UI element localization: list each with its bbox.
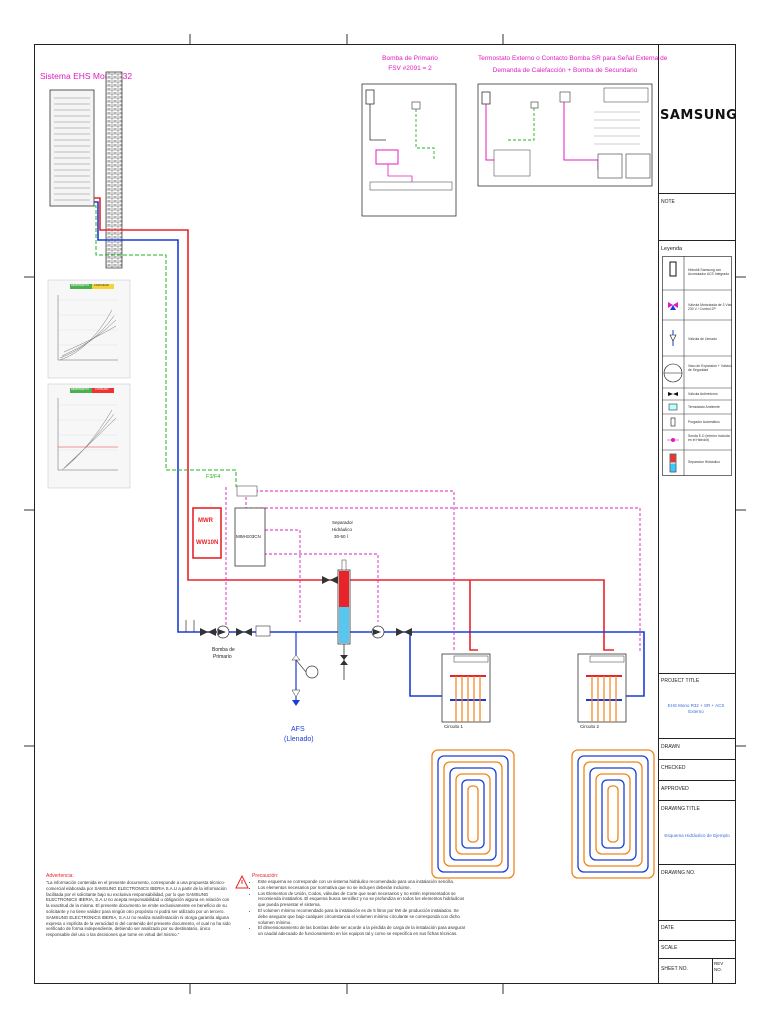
title-block (658, 44, 736, 984)
performance-chart-2 (47, 383, 131, 489)
thermostat-wiring-box (477, 83, 653, 187)
thermostat-box-title-1: Termostato Externo o Contacto Bomba SR p… (478, 55, 668, 62)
expansion-vessel-icon (663, 363, 683, 383)
ww10n-label: WW10N (196, 540, 219, 546)
drawing-frame (34, 44, 736, 984)
pump-label-1: Bomba de (212, 647, 235, 653)
caution-list: Este esquema se corresponde con un siste… (252, 879, 468, 937)
project-title-value: EHS Mono R32 + SR + ACS Externo (667, 703, 725, 714)
underfloor-loop-2 (571, 749, 655, 879)
zone-sensor-icon (667, 438, 679, 442)
caution-item: Los Elementos de Unión, Codos, válvulas … (258, 891, 468, 908)
mim-module-label: MIM-E03CN (236, 534, 261, 539)
outdoor-heat-pump-unit (49, 89, 95, 207)
caution-item: El volumen mínimo recomendado para la in… (258, 908, 468, 925)
chart-2-header-right: CONSUMO (95, 388, 109, 391)
pump-box-title-1: Bomba de Primario (382, 55, 438, 62)
notes-label: NOTE (661, 199, 675, 205)
separator-label-1: Separador (332, 520, 354, 525)
legend-label-5: Válvula Antirretorno (688, 392, 718, 396)
separator-label-3: 30-50 l (334, 534, 348, 539)
wall-mounted-unit-icon (669, 261, 677, 277)
pump-label-2: Primario (213, 654, 232, 660)
project-title-label: PROJECT TITLE (661, 678, 700, 684)
communication-cable (94, 205, 237, 487)
return-pipe (94, 201, 645, 697)
pump-box-title-2: FSV #2091 = 2 (388, 65, 432, 72)
legend-label-9: Separador Hidráulico (688, 460, 720, 464)
chart-1-header-left: RENDIMIENTO (71, 284, 90, 287)
mim-module (234, 507, 266, 567)
caution-item: Los elementos necesarios por normativa q… (258, 885, 468, 891)
caution-title: Precaución: (252, 873, 279, 879)
drawing-title-label: DRAWING TITLE (661, 806, 700, 812)
mwr-controller (192, 507, 222, 559)
caution-item: El dimensionamiento de las bombas debe s… (258, 925, 468, 937)
caution-item: Este esquema se corresponde con un siste… (258, 879, 468, 885)
system-title: Sistema EHS Mono R32 (40, 71, 133, 81)
warning-title: Advertencia: (46, 873, 74, 879)
approved-label: APPROVED (661, 786, 689, 792)
floor-manifold-1 (441, 653, 491, 723)
air-purger-icon (670, 417, 676, 427)
mixing-valve-icon (668, 302, 678, 310)
control-wiring (225, 487, 641, 652)
thermostat-icon (668, 403, 678, 411)
drawn-label: DRAWN (661, 744, 680, 750)
chart-2-header-left: RENDIMIENTO (71, 388, 90, 391)
legend-table (662, 256, 732, 476)
rev-no-label: REV NO. (714, 961, 724, 972)
legend-label-3: Válvula de Llenado (688, 337, 717, 341)
connector-label: F3/F4 (206, 474, 221, 480)
legend-label-7: Purgador Automático (688, 420, 720, 424)
legend-label-2: Válvula Motorizada de 3 Vías 230 V / Con… (688, 303, 733, 311)
hydraulic-separator-icon (669, 453, 677, 473)
thermostat-box-title-2: Demanda de Calefacción + Bomba de Secund… (492, 67, 638, 74)
floor-manifold-2 (577, 653, 627, 723)
circuit-2-label: Circuito 2 (580, 724, 600, 729)
separator-label-2: Hidráulico (332, 527, 353, 532)
scale-label: SCALE (661, 945, 678, 951)
legend-label-1: Hidrokit Samsung con Acumulador ACS Inte… (688, 268, 730, 276)
drawing-no-label: DRAWING NO. (661, 870, 696, 876)
drawing-title-value: Esquema Hidráulico de Ejemplo (664, 833, 730, 838)
afs-sublabel: (Llenado) (284, 736, 314, 743)
underfloor-loop-1 (431, 749, 515, 879)
primary-pump-group (185, 620, 271, 639)
supply-pipe (94, 197, 614, 651)
afs-label: AFS (291, 726, 305, 733)
sheet-no-label: SHEET NO. (661, 966, 688, 972)
performance-chart-1 (47, 279, 131, 379)
hydraulic-separator (322, 559, 351, 680)
filling-line (291, 632, 319, 706)
legend-label-6: Termostato Ambiente (688, 405, 720, 409)
secondary-pump (371, 625, 412, 639)
legend-label-8: Sonda E.D (Interior Incluida en el Hidro… (688, 434, 730, 442)
warning-text: "La información contenida en el presente… (46, 880, 231, 938)
shutoff-valve-icon (668, 392, 678, 396)
brand-logo: SAMSUNG (660, 108, 738, 123)
mwr-label: MWR (198, 518, 213, 524)
legend-title: Leyenda (661, 246, 683, 252)
legend-label-4: Vaso de Expansión + Válvula de Seguridad (688, 364, 732, 372)
pump-wiring-box (361, 83, 457, 217)
date-label: DATE (661, 925, 674, 931)
check-valve-icon (669, 330, 677, 346)
checked-label: CHECKED (661, 765, 686, 771)
circuit-1-label: Circuito 1 (444, 724, 464, 729)
building-wall (105, 71, 123, 269)
chart-1-header-right: CAPACIDAD (94, 284, 109, 287)
caution-icon (235, 874, 249, 889)
